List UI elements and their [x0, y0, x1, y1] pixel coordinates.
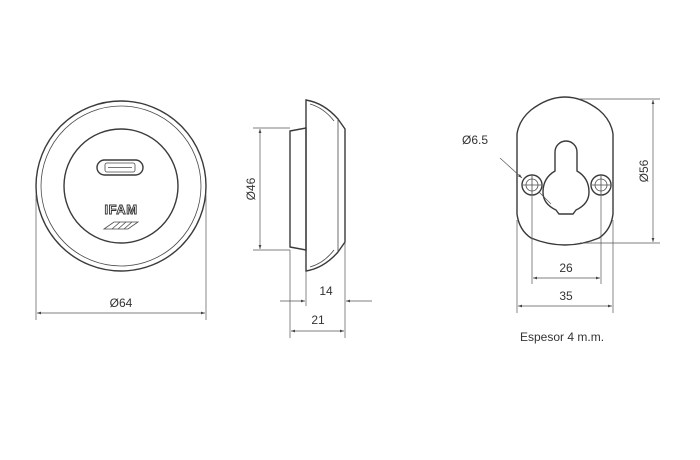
bevel-top [309, 103, 335, 122]
inner-disc [63, 128, 179, 244]
screw-hole-left [521, 174, 543, 196]
brand-mark-icon [102, 221, 140, 230]
side-view: Ø46 14 21 [244, 99, 372, 338]
side-depth-inner-label: 14 [319, 284, 333, 298]
plate-thickness-note: Espesor 4 m.m. [520, 330, 604, 344]
plate-view: Ø6.5 Ø56 26 35 Espesor 4 m.m. [462, 96, 660, 344]
brand-logo: IFAM [104, 202, 137, 217]
key-slot-icon [96, 159, 144, 176]
rim-bevel [40, 105, 202, 267]
cover-profile [305, 99, 346, 272]
cylinder-cutout [542, 140, 590, 215]
front-view: IFAM Ø64 [35, 100, 207, 320]
outer-rim [35, 100, 207, 272]
bevel-bottom [309, 249, 335, 268]
hole-leader [499, 157, 523, 179]
front-diameter-label: Ø64 [110, 296, 133, 310]
side-depth-outer-label: 21 [311, 313, 325, 327]
plate-height-label: Ø56 [637, 159, 651, 182]
plate-hole-spacing-label: 26 [559, 261, 573, 275]
plate-width-label: 35 [559, 289, 573, 303]
side-height-label: Ø46 [244, 177, 258, 200]
hole-leader-tail [538, 191, 552, 205]
plate-outline [516, 96, 614, 246]
screw-hole-right [590, 174, 612, 196]
base-plate [289, 127, 307, 251]
plate-hole-label: Ø6.5 [462, 133, 488, 147]
